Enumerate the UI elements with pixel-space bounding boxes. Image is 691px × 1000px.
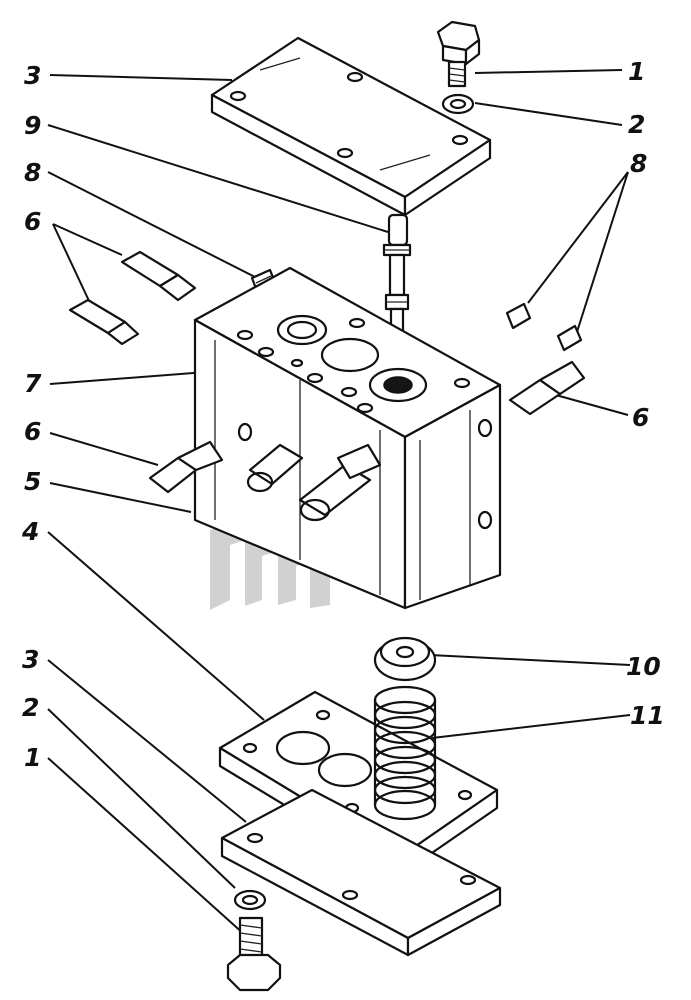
cover-plate-icon xyxy=(210,36,492,217)
callout-8-left: 8 xyxy=(24,158,41,187)
cover-plate-bottom-icon xyxy=(220,788,502,957)
callout-4: 4 xyxy=(21,517,39,546)
callout-9: 9 xyxy=(24,111,41,140)
callout-3-top: 3 xyxy=(24,61,41,90)
callout-6-left-top: 6 xyxy=(24,207,41,236)
valve-body-icon xyxy=(193,266,502,610)
washer-icon xyxy=(441,93,475,115)
callout-2-top: 2 xyxy=(628,110,645,139)
leader-lines xyxy=(47,69,631,936)
callout-7: 7 xyxy=(24,369,42,398)
washer-bottom-icon xyxy=(233,889,267,911)
callout-10: 10 xyxy=(626,652,661,681)
callout-2-bottom: 2 xyxy=(22,693,39,722)
fitting-icon xyxy=(68,250,586,522)
bolt-icon xyxy=(436,20,481,88)
callout-3-bottom: 3 xyxy=(22,645,39,674)
cap-icon xyxy=(373,636,437,682)
callout-5: 5 xyxy=(24,467,41,496)
bolt-bottom-icon xyxy=(226,916,282,992)
spring-icon xyxy=(373,685,437,821)
callout-6-left-bottom: 6 xyxy=(24,417,41,446)
callout-6-right: 6 xyxy=(632,403,649,432)
callout-1-top: 1 xyxy=(628,57,645,86)
callout-8-right: 8 xyxy=(630,149,647,178)
callout-1-bottom: 1 xyxy=(24,743,41,772)
callout-11: 11 xyxy=(630,701,665,730)
callout-labels: 1 2 3 9 8 8 6 6 7 6 5 4 10 3 11 2 1 xyxy=(21,57,665,772)
